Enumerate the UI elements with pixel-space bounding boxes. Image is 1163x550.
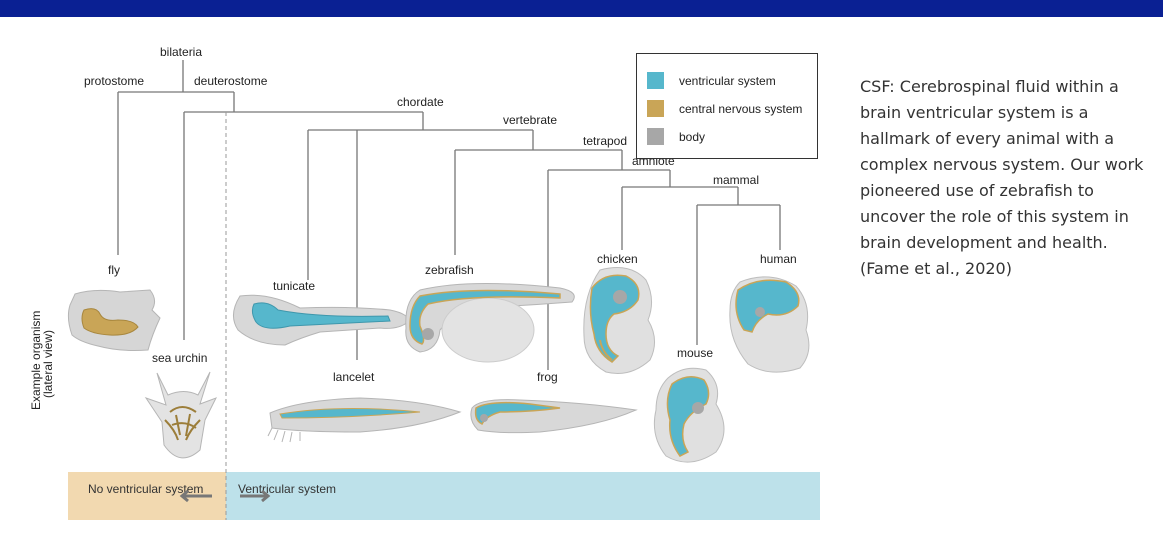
- label-mouse: mouse: [677, 346, 713, 360]
- legend-label: central nervous system: [679, 102, 802, 116]
- axis-label-line2: (lateral view): [41, 330, 55, 398]
- right-arrow-icon: [240, 491, 268, 501]
- label-tunicate: tunicate: [273, 279, 315, 293]
- legend-swatch: [647, 100, 664, 117]
- sea-urchin-illustration: [146, 372, 216, 458]
- direction-arrows: [182, 491, 268, 501]
- legend-label: body: [679, 130, 705, 144]
- fly-illustration: [68, 290, 160, 351]
- header-bar: [0, 0, 1163, 17]
- legend: ventricular system central nervous syste…: [636, 53, 818, 159]
- zebrafish-illustration: [406, 283, 575, 362]
- left-arrow-icon: [182, 491, 212, 501]
- mouse-illustration: [654, 368, 724, 462]
- label-sea-urchin: sea urchin: [152, 351, 207, 365]
- legend-label: ventricular system: [679, 74, 776, 88]
- frog-illustration: [471, 400, 636, 433]
- label-human: human: [760, 252, 797, 266]
- human-illustration: [730, 277, 809, 372]
- tunicate-illustration: [233, 295, 408, 345]
- legend-swatch: [647, 72, 664, 89]
- node-mammal: mammal: [713, 173, 759, 187]
- axis-label: Example organism (lateral view): [29, 311, 55, 410]
- node-protostome: protostome: [84, 74, 144, 88]
- node-tetrapod: tetrapod: [583, 134, 627, 148]
- caption-text: CSF: Cerebrospinal fluid within a brain …: [860, 74, 1160, 282]
- label-frog: frog: [537, 370, 558, 384]
- lancelet-illustration: [268, 398, 460, 442]
- label-chicken: chicken: [597, 252, 638, 266]
- node-deuterostome: deuterostome: [194, 74, 268, 88]
- label-fly: fly: [108, 263, 120, 277]
- chicken-illustration: [584, 268, 655, 374]
- node-chordate: chordate: [397, 95, 444, 109]
- node-vertebrate: vertebrate: [503, 113, 557, 127]
- legend-swatch: [647, 128, 664, 145]
- label-lancelet: lancelet: [333, 370, 375, 384]
- phylogeny-figure: No ventricular system Ventricular system…: [0, 17, 830, 550]
- label-zebrafish: zebrafish: [425, 263, 474, 277]
- node-bilateria: bilateria: [160, 45, 202, 59]
